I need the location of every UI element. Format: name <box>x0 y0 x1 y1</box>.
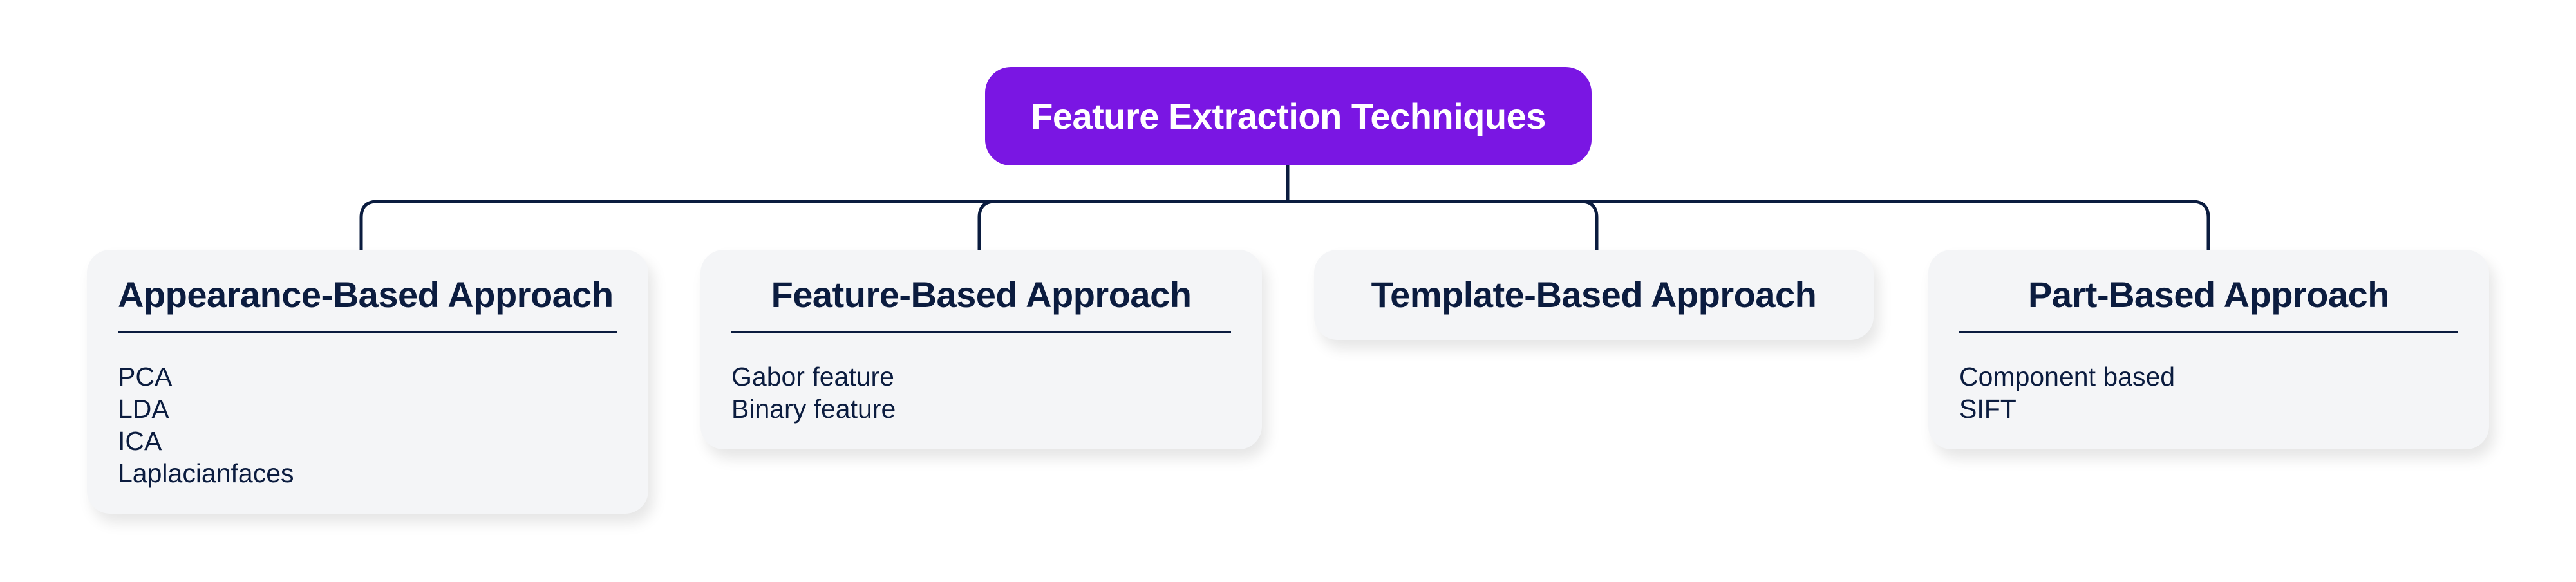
list-item: Laplacianfaces <box>118 458 294 488</box>
connector-appearance <box>359 200 1290 252</box>
list-item: LDA <box>118 394 169 424</box>
list-item: Gabor feature <box>731 362 894 391</box>
list-item: ICA <box>118 426 162 456</box>
card-title: Part-Based Approach <box>2028 274 2390 315</box>
card-divider <box>1959 331 2458 333</box>
root-title: Feature Extraction Techniques <box>1031 96 1546 136</box>
card-item-list: Component based SIFT <box>1959 361 2458 425</box>
list-item: Component based <box>1959 362 2176 391</box>
list-item: PCA <box>118 362 173 391</box>
card-part-based: Part-Based Approach Component based SIFT <box>1928 250 2489 449</box>
card-title: Template-Based Approach <box>1371 274 1817 315</box>
list-item: SIFT <box>1959 394 2017 424</box>
list-item: Binary feature <box>731 394 896 424</box>
card-item-list: PCA LDA ICA Laplacianfaces <box>118 361 617 489</box>
connector-part <box>1286 200 2210 252</box>
card-divider <box>118 331 617 333</box>
card-feature-based: Feature-Based Approach Gabor feature Bin… <box>700 250 1262 449</box>
connector-feature <box>977 200 1290 252</box>
connector-template <box>1286 200 1599 252</box>
card-item-list: Gabor feature Binary feature <box>731 361 1231 425</box>
root-node: Feature Extraction Techniques <box>985 67 1592 165</box>
card-divider <box>731 331 1231 333</box>
card-title: Feature-Based Approach <box>771 274 1192 315</box>
card-template-based: Template-Based Approach <box>1314 250 1874 340</box>
card-appearance-based: Appearance-Based Approach PCA LDA ICA La… <box>87 250 648 514</box>
card-title: Appearance-Based Approach <box>118 274 614 315</box>
